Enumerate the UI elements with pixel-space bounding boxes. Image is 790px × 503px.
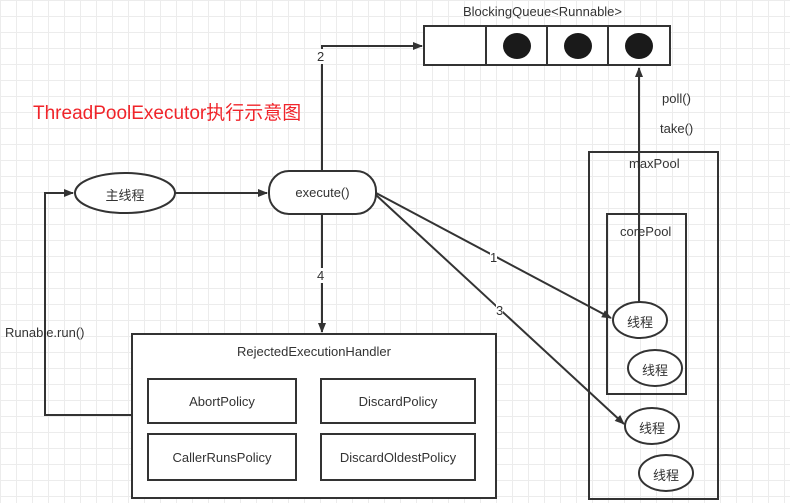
core-pool-box [606, 213, 687, 395]
runnable-run-label: Runable.run() [5, 325, 85, 340]
queue-task-token [503, 33, 531, 59]
step-3-label: 3 [496, 303, 504, 318]
policy-box-caller-runs [147, 433, 297, 481]
step-1-label: 1 [490, 250, 498, 265]
queue-task-token [625, 33, 653, 59]
policy-caller-runs: CallerRunsPolicy [172, 450, 272, 465]
thread-label: 线程 [638, 421, 665, 436]
main-thread-label: 主线程 [105, 188, 145, 203]
queue-task-token [564, 33, 592, 59]
policy-box-abort [147, 378, 297, 424]
thread-label: 线程 [652, 468, 679, 483]
take-label: take() [660, 121, 694, 136]
policy-box-discard-oldest [320, 433, 476, 481]
max-pool-label: maxPool [629, 156, 680, 171]
diagram-title: ThreadPoolExecutor执行示意图 [33, 103, 302, 124]
thread-node-core-2 [627, 349, 683, 387]
blocking-queue [423, 25, 671, 66]
max-pool-box [588, 151, 719, 500]
policy-box-discard [320, 378, 476, 424]
core-pool-label: corePool [620, 224, 672, 239]
edge-step-2 [321, 42, 423, 171]
rejected-handler-label: RejectedExecutionHandler [237, 344, 391, 359]
thread-label: 线程 [641, 363, 668, 378]
thread-node-max-2 [638, 454, 694, 492]
edge-runnable-run [44, 189, 132, 416]
policy-abort: AbortPolicy [189, 394, 255, 409]
poll-label: poll() [662, 91, 691, 106]
policy-discard-oldest: DiscardOldestPolicy [339, 450, 457, 465]
thread-label: 线程 [626, 315, 653, 330]
step-2-label: 2 [317, 49, 325, 64]
thread-node-max-1 [624, 407, 680, 445]
step-4-label: 4 [317, 268, 325, 283]
queue-label: BlockingQueue<Runnable> [463, 4, 623, 19]
policy-discard: DiscardPolicy [358, 394, 438, 409]
execute-label: execute() [295, 185, 350, 200]
